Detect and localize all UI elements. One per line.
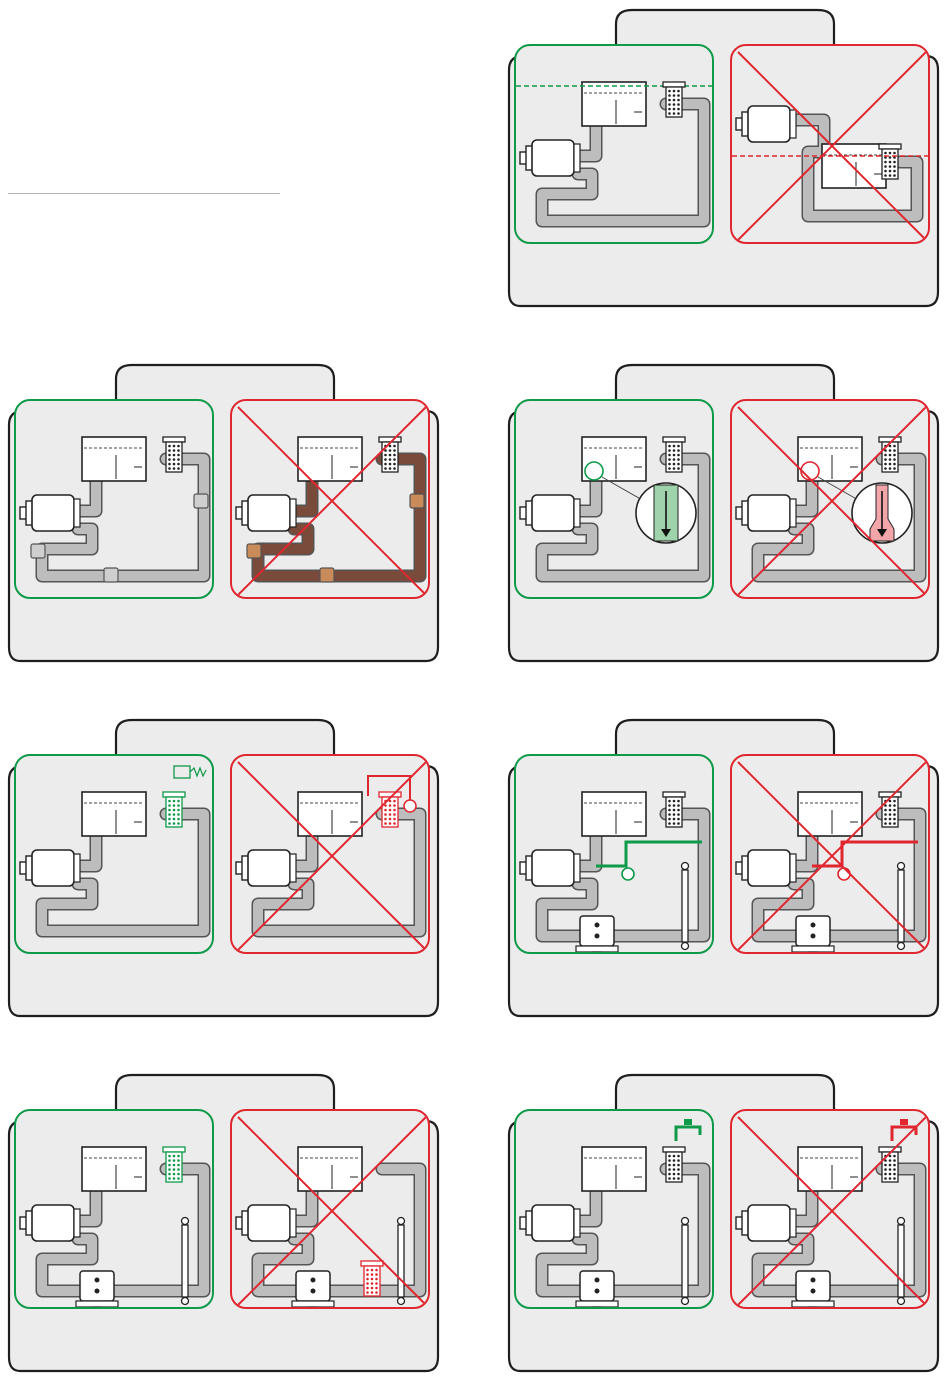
comparison-card-filling-point: [508, 1075, 940, 1385]
hydraulic-pump: [736, 1205, 796, 1241]
hydraulic-pump: [520, 1205, 580, 1241]
hydraulic-pump: [736, 850, 796, 886]
correct-schematic: [516, 756, 714, 954]
oil-tank: [298, 792, 362, 836]
incorrect-example-panel: [730, 754, 930, 954]
oil-tank: [82, 1147, 146, 1191]
suction-filter: [663, 82, 685, 117]
hydraulic-pump: [520, 495, 580, 531]
suction-filter: [163, 437, 185, 472]
correct-schematic: [16, 756, 214, 954]
oil-tank: [798, 792, 862, 836]
incorrect-schematic: [232, 1111, 430, 1309]
hydraulic-pump: [236, 495, 296, 531]
comparison-card-return-valve: [508, 720, 940, 1030]
suction-filter: [663, 792, 685, 827]
comparison-card-pipe-material: [8, 365, 440, 675]
pipe-coupling: [247, 544, 261, 558]
correct-example-panel: [514, 44, 714, 244]
pipe-coupling: [104, 568, 118, 582]
correct-example-panel: [514, 399, 714, 599]
correct-schematic: [516, 46, 714, 244]
pipe-coupling: [410, 494, 424, 508]
oil-tank: [82, 437, 146, 481]
header-divider-line: [8, 193, 280, 194]
correct-schematic: [516, 1111, 714, 1309]
filling-tap-icon: [676, 1119, 700, 1141]
incorrect-schematic: [232, 401, 430, 599]
incorrect-example-panel: [230, 399, 430, 599]
hydraulic-pump: [20, 1205, 80, 1241]
correct-example-panel: [14, 1109, 214, 1309]
pipe-coupling: [320, 568, 334, 582]
hydraulic-cylinder: [682, 863, 689, 950]
oil-tank: [582, 437, 646, 481]
hydraulic-motor: [792, 916, 834, 954]
suction-filter-misplaced: [361, 1261, 383, 1296]
oil-tank: [582, 82, 646, 126]
suction-filter: [663, 437, 685, 472]
correct-schematic: [16, 401, 214, 599]
incorrect-schematic: [732, 756, 930, 954]
incorrect-example-panel: [230, 754, 430, 954]
correct-schematic: [516, 401, 714, 599]
correct-example-panel: [14, 399, 214, 599]
hydraulic-motor: [792, 1271, 834, 1309]
comparison-card-filter-position: [8, 1075, 440, 1385]
oil-tank: [798, 1147, 862, 1191]
hydraulic-motor: [76, 1271, 118, 1309]
hydraulic-pump: [236, 850, 296, 886]
correct-schematic: [16, 1111, 214, 1309]
hydraulic-pump: [20, 850, 80, 886]
incorrect-schematic: [232, 756, 430, 954]
pipe-coupling: [194, 494, 208, 508]
suction-filter: [879, 144, 901, 179]
hydraulic-cylinder: [898, 863, 905, 950]
hydraulic-motor: [576, 1271, 618, 1309]
oil-tank: [298, 1147, 362, 1191]
comparison-card-pipe-diameter: [508, 365, 940, 675]
suction-filter-correct: [163, 792, 185, 827]
incorrect-schematic: [732, 401, 930, 599]
hydraulic-cylinder: [898, 1218, 905, 1305]
oil-tank: [82, 792, 146, 836]
oil-tank: [822, 144, 886, 188]
suction-filter-correct: [163, 1147, 185, 1182]
hydraulic-pump: [736, 495, 796, 531]
pressure-switch-icon: [174, 766, 206, 778]
hydraulic-pump: [520, 140, 580, 176]
hydraulic-pump: [736, 106, 796, 142]
correct-example-panel: [514, 1109, 714, 1309]
hydraulic-motor: [576, 916, 618, 954]
comparison-card-suction-height: [508, 10, 940, 320]
hydraulic-cylinder: [182, 1218, 189, 1305]
hydraulic-pump: [20, 495, 80, 531]
oil-tank: [798, 437, 862, 481]
incorrect-example-panel: [230, 1109, 430, 1309]
hydraulic-pump: [236, 1205, 296, 1241]
correct-example-panel: [514, 754, 714, 954]
comparison-card-filter-monitoring: [8, 720, 440, 1030]
oil-tank: [582, 1147, 646, 1191]
correct-example-panel: [14, 754, 214, 954]
hydraulic-cylinder: [398, 1218, 405, 1305]
hydraulic-pump: [520, 850, 580, 886]
pipe-coupling: [31, 544, 45, 558]
hydraulic-motor: [292, 1271, 334, 1309]
incorrect-schematic: [732, 1111, 930, 1309]
oil-tank: [298, 437, 362, 481]
suction-filter: [663, 1147, 685, 1182]
oil-tank: [582, 792, 646, 836]
incorrect-schematic: [732, 46, 930, 244]
hydraulic-cylinder: [682, 1218, 689, 1305]
incorrect-example-panel: [730, 1109, 930, 1309]
incorrect-example-panel: [730, 44, 930, 244]
incorrect-example-panel: [730, 399, 930, 599]
